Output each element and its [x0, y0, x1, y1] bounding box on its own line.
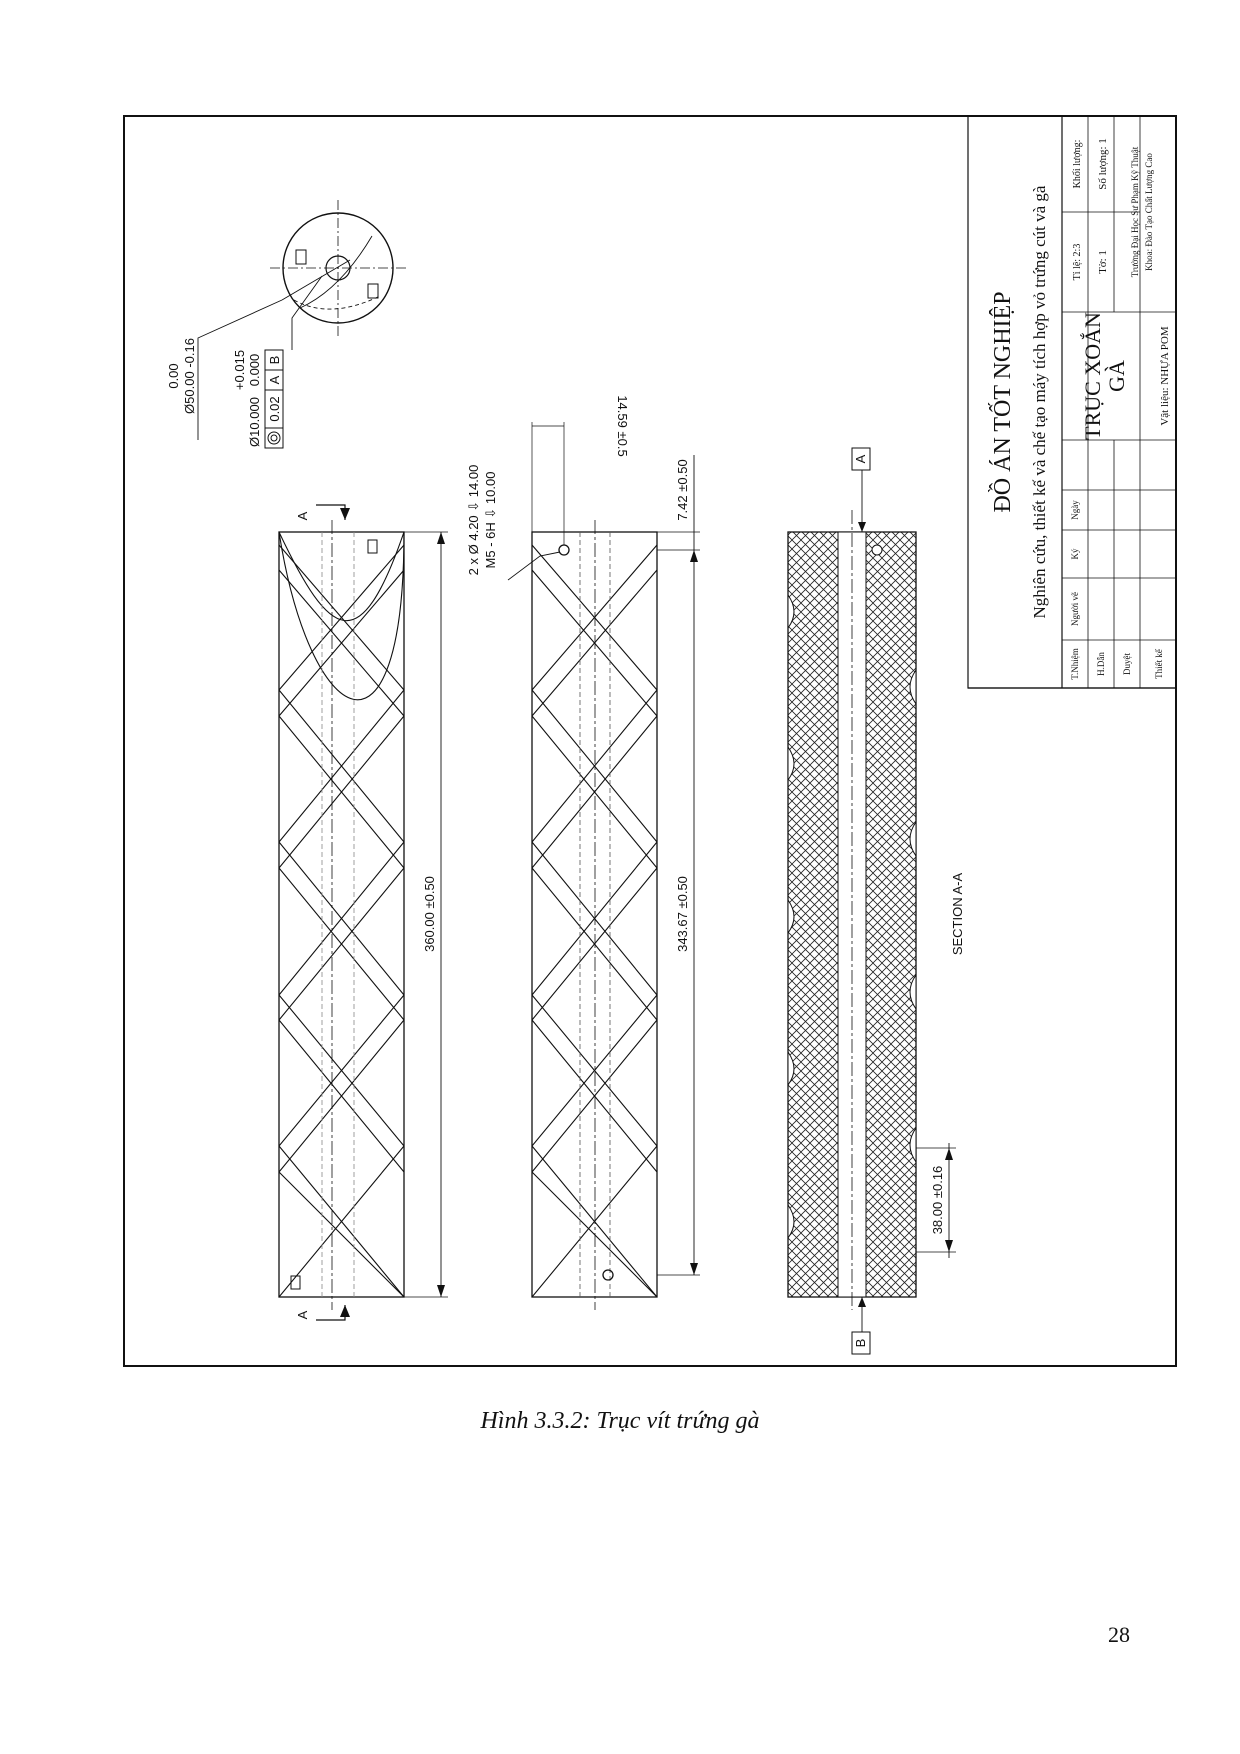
datum-b: B	[267, 356, 282, 365]
title-block	[967, 115, 1177, 689]
title-block-text: ĐỒ ÁN TỐT NGHIỆP Nghiên cứu, thiết kế và…	[989, 138, 1171, 680]
section-label: SECTION A-A	[950, 873, 965, 956]
project-title: ĐỒ ÁN TỐT NGHIỆP	[989, 291, 1016, 512]
scale: Tỉ lệ: 2:3	[1072, 244, 1083, 281]
overall-length: 360.00 ±0.50	[422, 876, 437, 952]
shaft-view-1: A A 360.00 ±0.50	[278, 504, 448, 1321]
hole-callout-line1: 2 x Ø 4.20 ⇩ 14.00	[466, 465, 481, 576]
hole-offset-end: 7.42 ±0.50	[675, 459, 690, 520]
pitch-dim: 38.00 ±0.16	[930, 1166, 945, 1235]
hole-spacing: 343.67 ±0.50	[675, 876, 690, 952]
sheet-no: Tờ: 1	[1097, 250, 1109, 274]
header-name: Người vẽ	[1070, 592, 1080, 626]
header-role: T.Nhiệm	[1070, 648, 1080, 680]
role-thietke: Thiết kế	[1154, 648, 1164, 679]
figure-caption: Hình 3.3.2: Trục vít trứng gà	[480, 1408, 760, 1434]
mass: Khối lượng:	[1072, 140, 1083, 189]
bore-tol-upper: +0.015	[232, 350, 247, 390]
datum-b-box: B	[853, 1339, 868, 1348]
outer-diameter-upper: 0.00	[166, 363, 181, 388]
role-duyet: Duyệt	[1122, 653, 1132, 675]
datum-a-box: A	[853, 454, 868, 463]
page-number: 28	[1108, 1622, 1130, 1647]
part-name-1: TRỤC XOẮN	[1080, 312, 1105, 440]
end-view	[197, 200, 406, 440]
bore-tol-lower: 0.000	[247, 354, 262, 387]
header-sign: Ký	[1070, 548, 1080, 559]
school-2: Khoa: Đào Tạo Chất Lượng Cao	[1144, 153, 1154, 271]
material: Vật liệu: NHỰA POM	[1159, 326, 1171, 426]
hole-offset-side: 14.59 ±0.5	[615, 395, 630, 456]
school-1: Trường Đại Học Sư Phạm Kỹ Thuật	[1130, 146, 1140, 277]
section-mark-top: A	[295, 511, 310, 520]
end-view-dimensions: 0.00 Ø50.00 -0.16 +0.015 0.000 Ø10.000 0…	[166, 338, 284, 449]
concentricity-tol: 0.02	[267, 396, 282, 421]
part-name-2: GÀ	[1104, 360, 1129, 392]
section-mark-bottom: A	[295, 1310, 310, 1319]
datum-a: A	[267, 375, 282, 384]
bore-diameter: Ø10.000	[247, 397, 262, 447]
quantity: Số lượng: 1	[1097, 138, 1109, 190]
shaft-view-2: 14.59 ±0.5 2 x Ø 4.20 ⇩ 14.00 M5 - 6H ⇩ …	[466, 395, 700, 1310]
role-hdan: H.Dẫn	[1096, 652, 1106, 676]
drawing-border	[123, 115, 1177, 1367]
project-subtitle: Nghiên cứu, thiết kế và chế tạo máy tích…	[1030, 185, 1049, 618]
section-view: A B SECTION A-A 38.00 ±0.16	[787, 447, 965, 1355]
outer-diameter: Ø50.00 -0.16	[182, 338, 197, 414]
header-date: Ngày	[1070, 500, 1080, 520]
hole-callout-line2: M5 - 6H ⇩ 10.00	[483, 472, 498, 569]
